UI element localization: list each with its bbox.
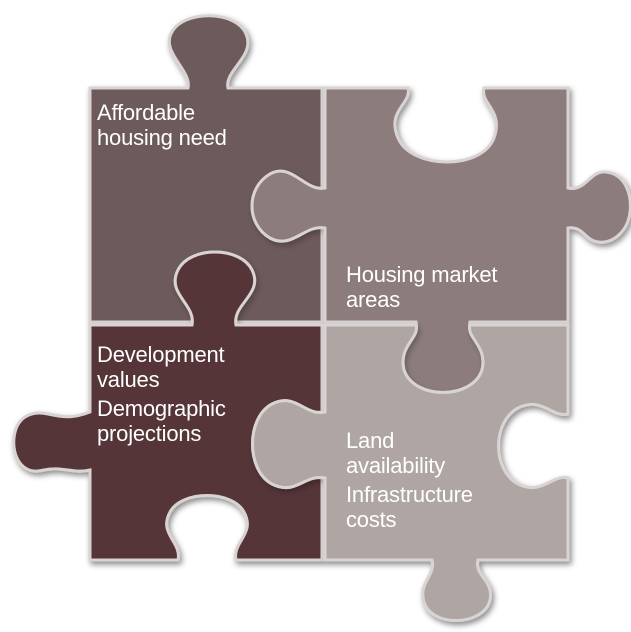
- label-line: Housing market: [346, 262, 498, 287]
- label-line: Demographic: [97, 396, 226, 421]
- label-line: values: [97, 367, 160, 392]
- label-line: costs: [346, 507, 397, 532]
- label-line: areas: [346, 287, 401, 312]
- label-housing-market-areas: Housing market areas: [346, 262, 497, 312]
- label-line: Affordable: [97, 100, 195, 125]
- label-line: projections: [97, 421, 202, 446]
- label-line: availability: [346, 453, 446, 478]
- label-land-infrastructure: Land availability Infrastructure costs: [346, 428, 473, 532]
- label-line: Development: [97, 342, 225, 367]
- label-development-demographic: Development values Demographic projectio…: [97, 342, 226, 446]
- label-affordable-housing-need: Affordable housing need: [97, 100, 227, 150]
- label-line: housing need: [97, 125, 227, 150]
- label-line: Land: [346, 428, 395, 453]
- label-line: Infrastructure: [346, 482, 473, 507]
